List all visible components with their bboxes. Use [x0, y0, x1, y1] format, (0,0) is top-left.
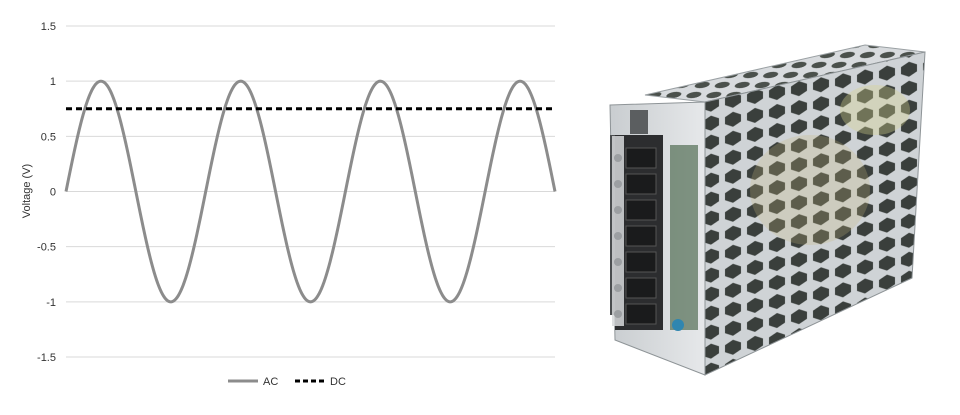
adjust-potentiometer: [672, 319, 684, 331]
legend: AC DC: [228, 376, 346, 388]
power-supply-unit-photo: [609, 44, 926, 376]
legend-dc-label: DC: [330, 376, 346, 388]
y-tick-label: 1: [50, 76, 56, 88]
series-group: [64, 79, 557, 304]
series-ac-line: [64, 79, 557, 304]
y-tick-label: -0.5: [37, 242, 56, 254]
grid-lines: [66, 25, 555, 358]
terminal-block: [612, 135, 663, 330]
y-tick-label: 1.5: [41, 21, 56, 33]
y-axis-label: Voltage (V): [21, 164, 33, 218]
legend-ac-label: AC: [263, 376, 278, 388]
voltage-chart: 1.5 1 0.5 0 -0.5 -1 -1.5 Voltage (V) AC DC: [21, 21, 557, 388]
y-tick-label: -1: [46, 297, 56, 309]
y-tick-label: 0.5: [41, 131, 56, 143]
y-tick-labels: 1.5 1 0.5 0 -0.5 -1 -1.5: [37, 21, 56, 364]
y-tick-label: 0: [50, 187, 56, 199]
y-tick-label: -1.5: [37, 352, 56, 364]
